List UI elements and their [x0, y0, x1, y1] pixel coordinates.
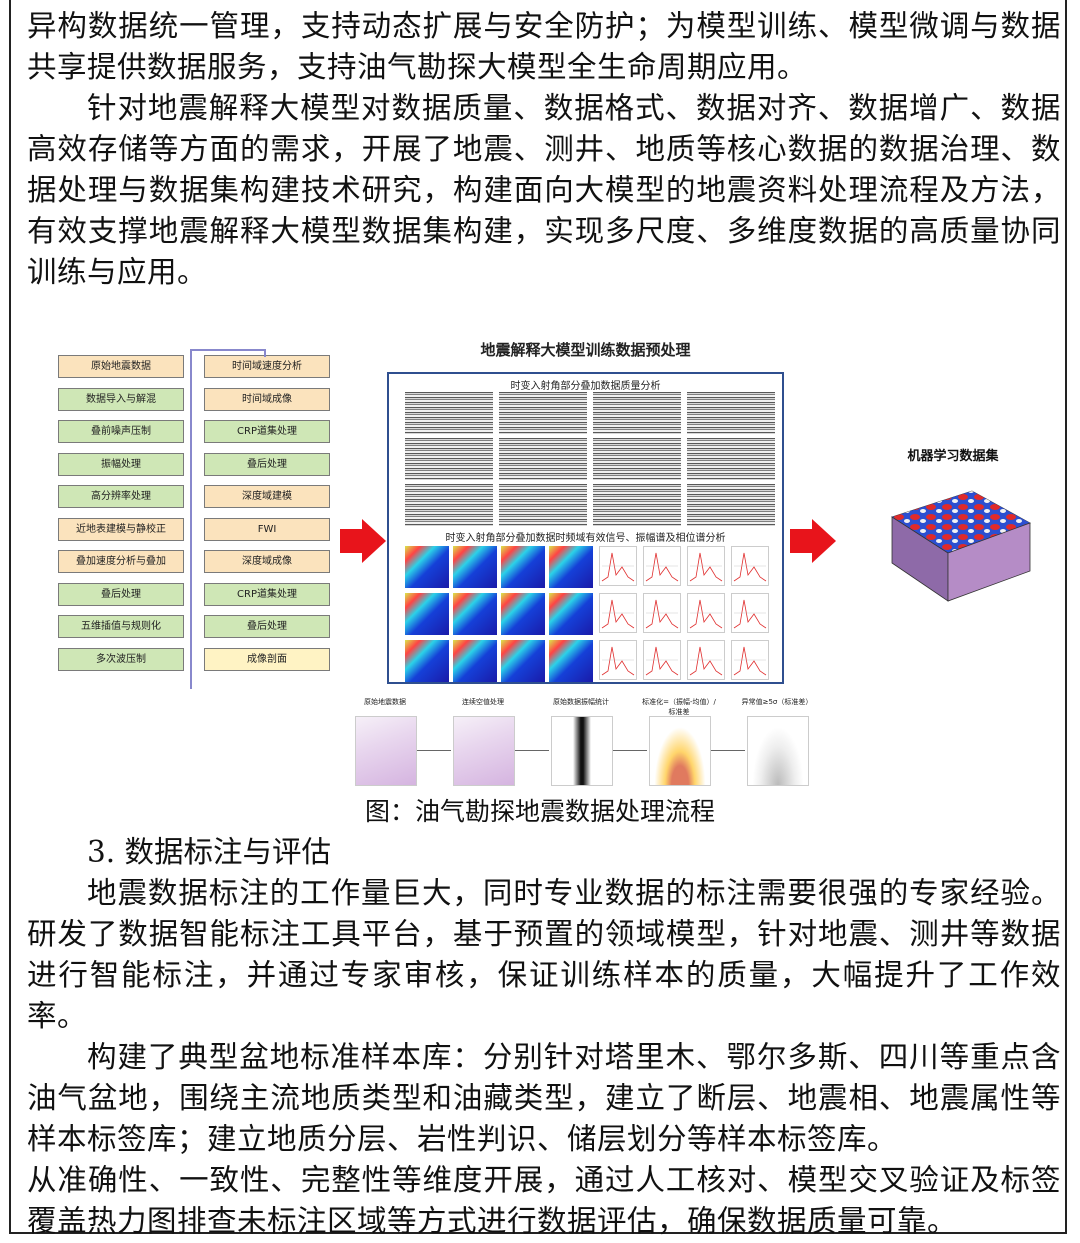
flow-step: 五维插值与规则化 [58, 615, 184, 638]
seismic-section [499, 438, 587, 480]
flow-step: CRP道集处理 [204, 582, 330, 606]
bottom-arrow [711, 750, 745, 751]
spectrum-curve [643, 593, 681, 633]
seismic-section [687, 438, 775, 480]
bottom-arrow [515, 750, 549, 751]
spectrum-image [453, 546, 497, 588]
content-frame [9, 0, 1067, 1234]
flow-connector-down [264, 349, 266, 357]
spectrum-image [501, 640, 545, 682]
paragraph-1: 异构数据统一管理，支持动态扩展与安全防护；为模型训练、模型微调与数据共享提供数据… [27, 9, 1061, 84]
thumb-normalization [649, 716, 711, 786]
seismic-section [405, 392, 493, 434]
seismic-section [405, 484, 493, 526]
spectrum-image [453, 640, 497, 682]
flow-step: 时间域成像 [204, 387, 330, 411]
flow-step: 深度域建模 [204, 485, 330, 508]
flow-step: 数据导入与解混 [58, 387, 184, 411]
flow-step: 叠后处理 [58, 582, 184, 606]
paragraph-3: 地震数据标注的工作量巨大，同时专业数据的标注需要很强的专家经验。研发了数据智能标… [27, 876, 1061, 1033]
flow-connector-left [190, 349, 192, 689]
spectrum-curve [731, 593, 769, 633]
spectrum-image [405, 640, 449, 682]
flow-connector-top [190, 349, 266, 351]
thumb-outlier [747, 716, 809, 786]
spectrum-curve [731, 640, 769, 680]
paragraph-5: 从准确性、一致性、完整性等维度开展，通过人工核对、模型交叉验证及标签覆盖热力图排… [27, 1163, 1061, 1238]
flow-step: 高分辨率处理 [58, 485, 184, 508]
spectrum-curve [731, 546, 769, 586]
spectrum-curve [687, 593, 725, 633]
spectrum-curve [643, 546, 681, 586]
bottom-step-label: 异常值≥5σ（标准差） [741, 698, 813, 706]
flow-step: FWI [204, 517, 330, 541]
spectrum-curve [599, 593, 637, 633]
seismic-section [687, 484, 775, 526]
section-heading: 3. 数据标注与评估 [87, 835, 332, 869]
flow-step: 多次波压制 [58, 647, 184, 671]
flow-step: 近地表建模与静校正 [58, 517, 184, 541]
figure-caption: 图：油气勘探地震数据处理流程 [364, 797, 715, 826]
flow-step: 时间域速度分析 [204, 355, 330, 378]
bottom-arrow [613, 750, 647, 751]
flow-step: 叠加速度分析与叠加 [58, 550, 184, 573]
seismic-section [499, 392, 587, 434]
spectrum-image [453, 593, 497, 635]
thumb-raw-data [355, 716, 417, 786]
bottom-step-label: 连续空值处理 [462, 698, 504, 706]
seismic-section [593, 484, 681, 526]
spectrum-curve [687, 546, 725, 586]
flow-step: 成像剖面 [204, 647, 330, 671]
flow-step: 叠后处理 [204, 452, 330, 476]
seismic-section [593, 438, 681, 480]
figure-title: 地震解释大模型训练数据预处理 [480, 341, 691, 359]
spectrum-curve [599, 546, 637, 586]
paragraph-2: 针对地震解释大模型对数据质量、数据格式、数据对齐、数据增广、数据高效存储等方面的… [27, 91, 1061, 289]
seismic-section [687, 392, 775, 434]
processing-flow-figure: 原始地震数据数据导入与解混叠前噪声压制振幅处理高分辨率处理近地表建模与静校正叠加… [50, 333, 1040, 793]
seismic-section [405, 438, 493, 480]
analysis-panel: 时变入射角部分叠加数据质量分析 时变入射角部分叠加数据时频域有效信号、振幅谱及相… [387, 372, 784, 684]
thumb-null-processing [453, 716, 515, 786]
spectrum-curve [599, 640, 637, 680]
bottom-step-label: 原始数据振幅统计 [553, 698, 609, 706]
paragraph-4: 构建了典型盆地标准样本库：分别针对塔里木、鄂尔多斯、四川等重点含油气盆地，围绕主… [27, 1040, 1061, 1156]
panel-subtitle-mid: 时变入射角部分叠加数据时频域有效信号、振幅谱及相位谱分析 [445, 533, 726, 544]
bottom-step-label: 原始地震数据 [364, 698, 406, 706]
spectrum-image [501, 546, 545, 588]
spectrum-image [405, 546, 449, 588]
bottom-step-label: 标准化=（振幅-均值）/标准差 [642, 698, 716, 716]
spectrum-image [549, 640, 593, 682]
thumb-amplitude-stats [551, 716, 613, 786]
seismic-section [499, 484, 587, 526]
flow-step: 原始地震数据 [58, 355, 184, 378]
flow-step: 深度域成像 [204, 550, 330, 573]
flow-chart: 原始地震数据数据导入与解混叠前噪声压制振幅处理高分辨率处理近地表建模与静校正叠加… [50, 349, 350, 700]
dataset-label: 机器学习数据集 [907, 449, 999, 464]
spectrum-curve [643, 640, 681, 680]
spectrum-image [405, 593, 449, 635]
spectrum-curve [687, 640, 725, 680]
spectrum-image [549, 546, 593, 588]
seismic-section [593, 392, 681, 434]
flow-step: CRP道集处理 [204, 420, 330, 443]
dataset-cube [891, 490, 1031, 602]
panel-subtitle-top: 时变入射角部分叠加数据质量分析 [510, 381, 661, 392]
flow-step: 叠后处理 [204, 615, 330, 638]
spectrum-image [501, 593, 545, 635]
flow-step: 叠前噪声压制 [58, 420, 184, 443]
spectrum-image [549, 593, 593, 635]
flow-step: 振幅处理 [58, 452, 184, 476]
bottom-arrow [417, 750, 451, 751]
